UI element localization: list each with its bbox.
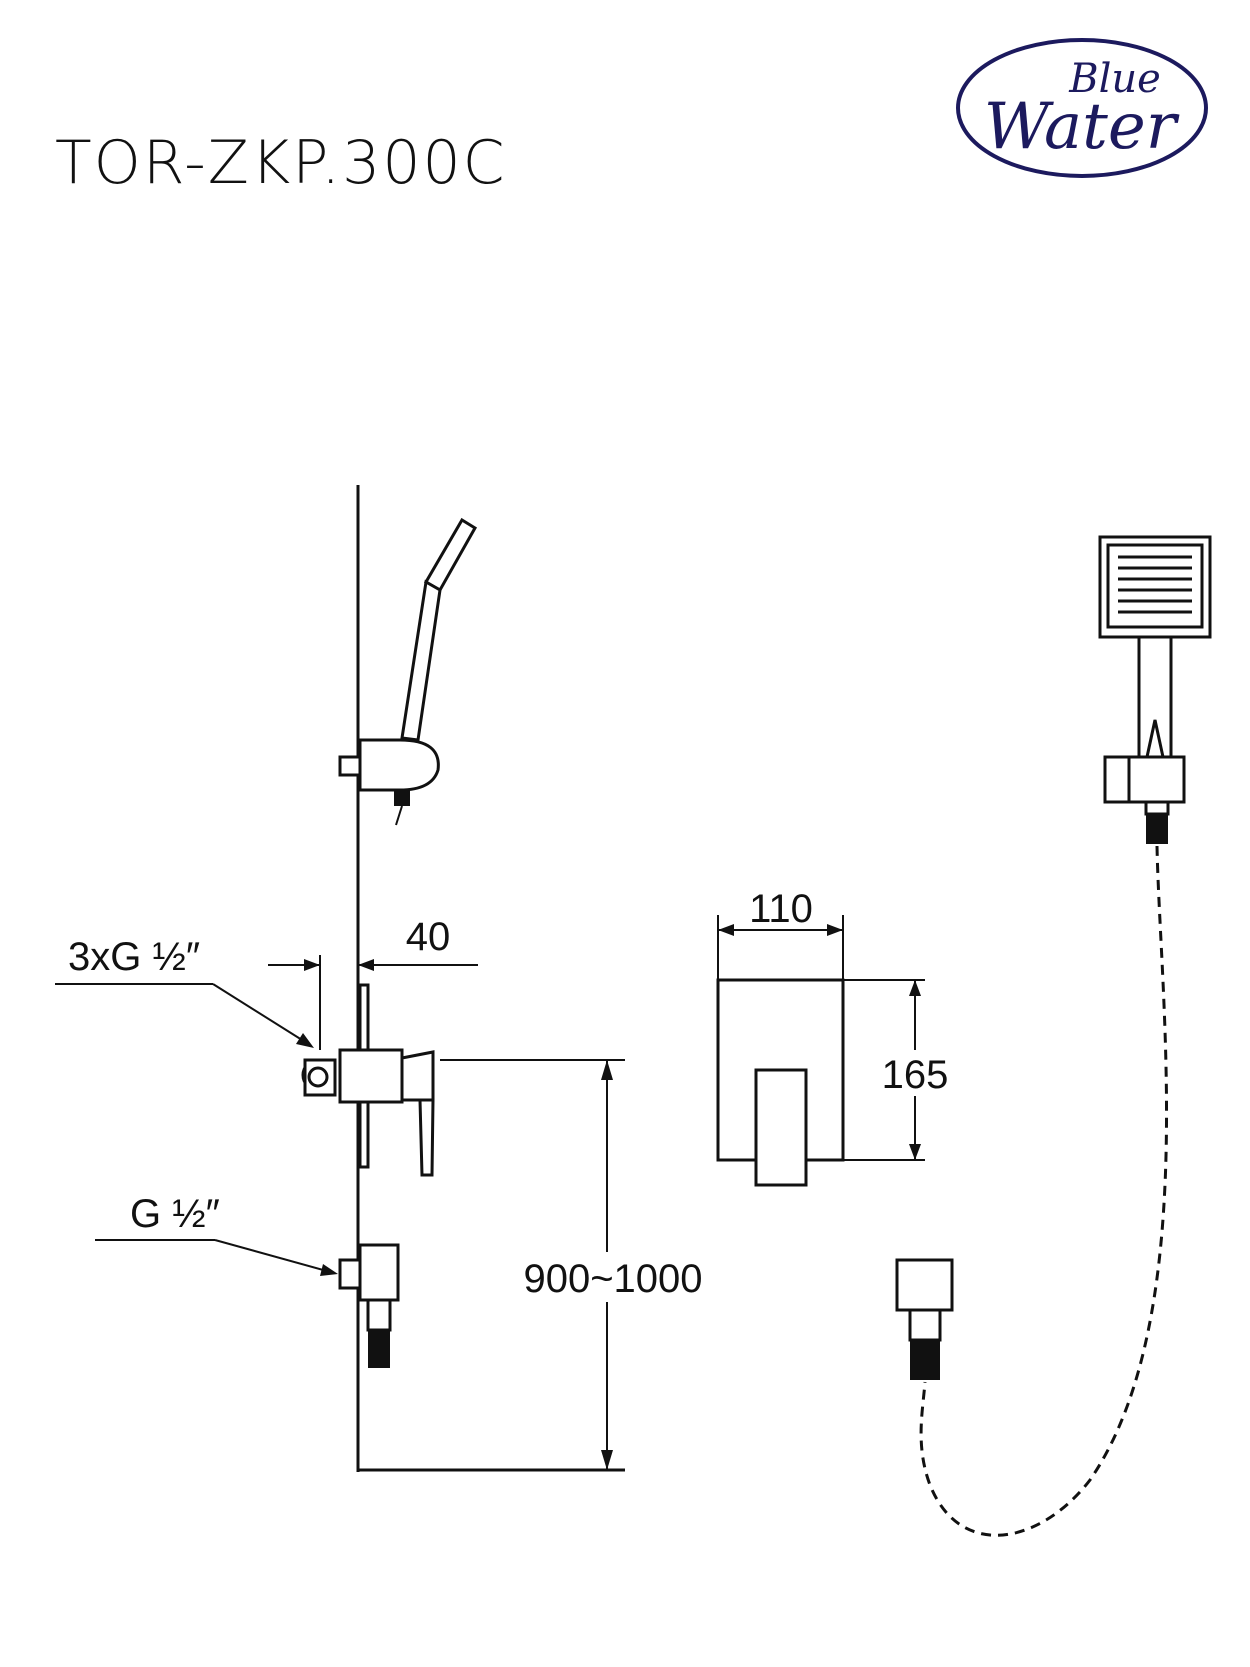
dim-mount-height: 900~1000 [440, 1059, 703, 1470]
plate-height-label: 165 [882, 1053, 949, 1097]
plate-width-label: 110 [749, 887, 813, 931]
connection-label: 3xG ½″ [68, 935, 200, 979]
logo-word-blue: Blue [1068, 56, 1161, 102]
callout-connection: 3xG ½″ [55, 935, 314, 1048]
outlet-label: G ½″ [130, 1192, 220, 1236]
dim-depth: 40 [268, 915, 478, 1050]
front-handshower [1098, 535, 1212, 844]
front-wall-outlet [895, 1258, 954, 1380]
side-handshower [338, 517, 478, 826]
logo-word-water: Water [984, 90, 1180, 164]
shower-hose [919, 845, 1169, 1537]
side-wall-outlet [338, 1243, 400, 1368]
model-code-title: TOR-ZKP.300C [55, 128, 507, 198]
side-mixer-valve [301, 983, 435, 1177]
callout-outlet: G ½″ [95, 1192, 338, 1276]
front-cover-plate: 110 165 [716, 887, 950, 1187]
brand-logo: Blue Water [956, 38, 1208, 178]
dim-depth-label: 40 [406, 915, 451, 959]
mount-height-label: 900~1000 [523, 1257, 702, 1301]
